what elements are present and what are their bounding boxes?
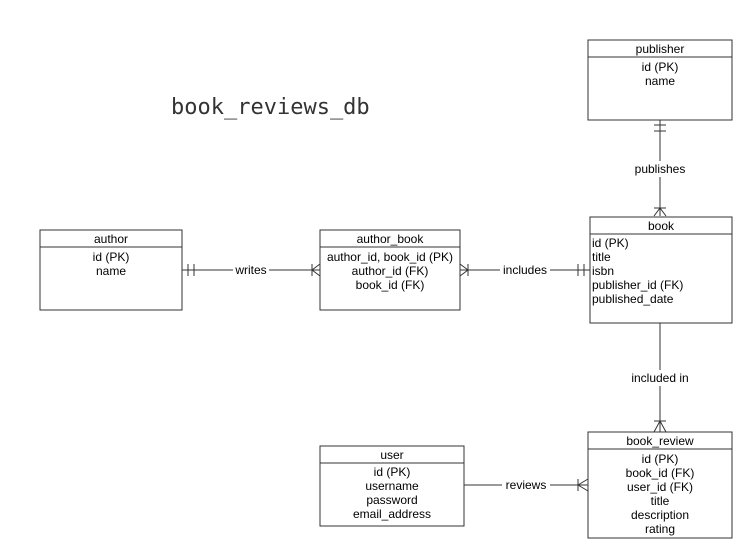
attribute: rating	[645, 522, 675, 536]
crowfoot-bottom	[459, 269, 469, 277]
relationship-writes: writes	[182, 262, 321, 278]
attribute: email_address	[353, 507, 431, 521]
entity-box	[589, 216, 733, 324]
crowfoot-top	[577, 478, 589, 486]
label-background	[628, 370, 692, 386]
relationship-reviews: reviews	[464, 477, 589, 493]
crowfoot-top	[311, 263, 321, 271]
attribute: description	[631, 508, 689, 522]
attribute: published_date	[592, 292, 674, 306]
entity-author-book: author_book author_id, book_id (PK) auth…	[319, 229, 461, 311]
attribute: isbn	[592, 264, 614, 278]
entity-box	[319, 229, 461, 311]
crowfoot-top	[459, 263, 469, 271]
attribute: name	[96, 264, 126, 278]
entity-box	[39, 229, 183, 311]
attribute: password	[366, 493, 417, 507]
entity-author: author id (PK) name	[39, 229, 183, 311]
entity-box	[587, 431, 733, 539]
entity-book-review: book_review id (PK) book_id (FK) user_id…	[587, 431, 733, 539]
attribute: title	[592, 250, 611, 264]
entity-user: user id (PK) username password email_add…	[319, 445, 465, 527]
attribute: username	[365, 479, 419, 493]
diagram-title: book_reviews_db	[171, 95, 370, 120]
attribute: book_id (FK)	[356, 278, 425, 292]
entity-title: book_review	[626, 434, 694, 448]
attribute: id (PK)	[642, 60, 679, 74]
attribute: id (PK)	[93, 250, 130, 264]
label-background	[502, 477, 550, 493]
attribute: name	[645, 74, 675, 88]
relationship-label-writes: writes	[234, 263, 266, 277]
relationship-publishes: publishes	[632, 120, 688, 217]
relationship-includes: includes	[459, 262, 590, 278]
entity-title: author	[94, 232, 128, 246]
crowfoot-left	[653, 420, 661, 433]
entity-box	[319, 445, 465, 527]
attribute: id (PK)	[592, 236, 629, 250]
crowfoot-bottom	[577, 484, 589, 492]
entity-book: book id (PK) title isbn publisher_id (FK…	[589, 216, 733, 324]
relationship-label-publishes: publishes	[635, 162, 686, 176]
entity-title: book	[648, 219, 675, 233]
entity-box	[587, 39, 733, 121]
attribute: author_id (FK)	[352, 264, 429, 278]
relationship-included-in: included in	[628, 323, 692, 433]
attribute: user_id (FK)	[627, 480, 693, 494]
attribute: publisher_id (FK)	[592, 278, 683, 292]
crowfoot-left	[653, 207, 661, 217]
crowfoot-bottom	[311, 269, 321, 277]
attribute: id (PK)	[374, 465, 411, 479]
relationship-label-reviews: reviews	[506, 478, 547, 492]
crowfoot-right	[659, 420, 667, 433]
label-background	[632, 161, 688, 177]
label-background	[500, 262, 550, 278]
entity-title: user	[380, 448, 403, 462]
entity-publisher: publisher id (PK) name	[587, 39, 733, 121]
crowfoot-right	[659, 207, 667, 217]
label-background	[233, 262, 269, 278]
attribute: id (PK)	[642, 452, 679, 466]
relationship-label-includes: includes	[503, 263, 547, 277]
entity-title: publisher	[636, 42, 685, 56]
attribute: book_id (FK)	[626, 466, 695, 480]
entity-title: author_book	[357, 232, 425, 246]
attribute: title	[651, 494, 670, 508]
relationship-label-included-in: included in	[631, 371, 688, 385]
attribute: author_id, book_id (PK)	[327, 250, 453, 264]
